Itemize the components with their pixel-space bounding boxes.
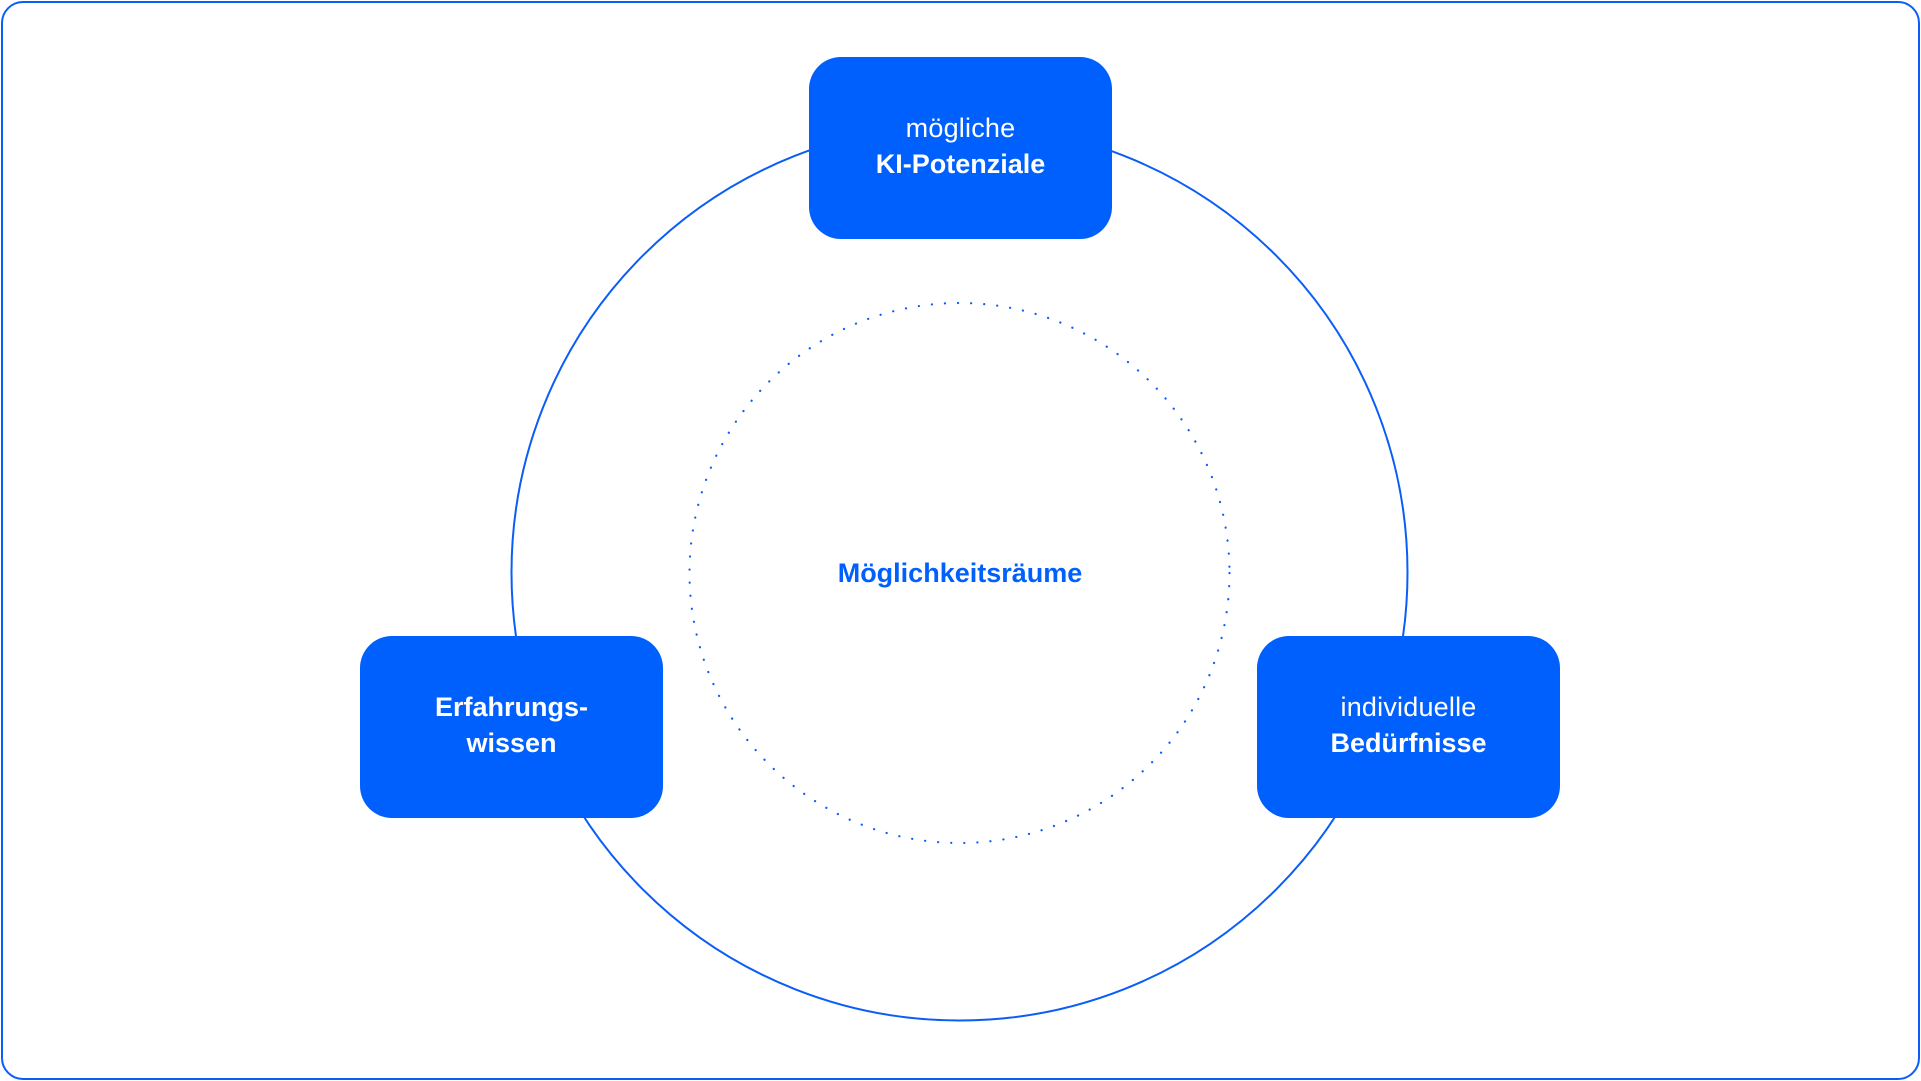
node-top-line2: KI-Potenziale bbox=[875, 149, 1046, 179]
node-right-line1: individuelle bbox=[1340, 692, 1477, 722]
node-right-line2: Bedürfnisse bbox=[1330, 728, 1487, 758]
node-bedurfnisse: individuelle Bedürfnisse bbox=[1257, 636, 1560, 818]
node-left-line2: wissen bbox=[466, 728, 557, 758]
node-erfahrungswissen: Erfahrungs- wissen bbox=[360, 636, 663, 818]
node-ki-potenziale: mögliche KI-Potenziale bbox=[809, 57, 1112, 239]
inner-dotted-ring bbox=[688, 301, 1231, 845]
node-top-line1: mögliche bbox=[905, 113, 1016, 143]
node-left-line1: Erfahrungs- bbox=[434, 692, 588, 722]
center-label: Möglichkeitsräume bbox=[837, 558, 1083, 588]
